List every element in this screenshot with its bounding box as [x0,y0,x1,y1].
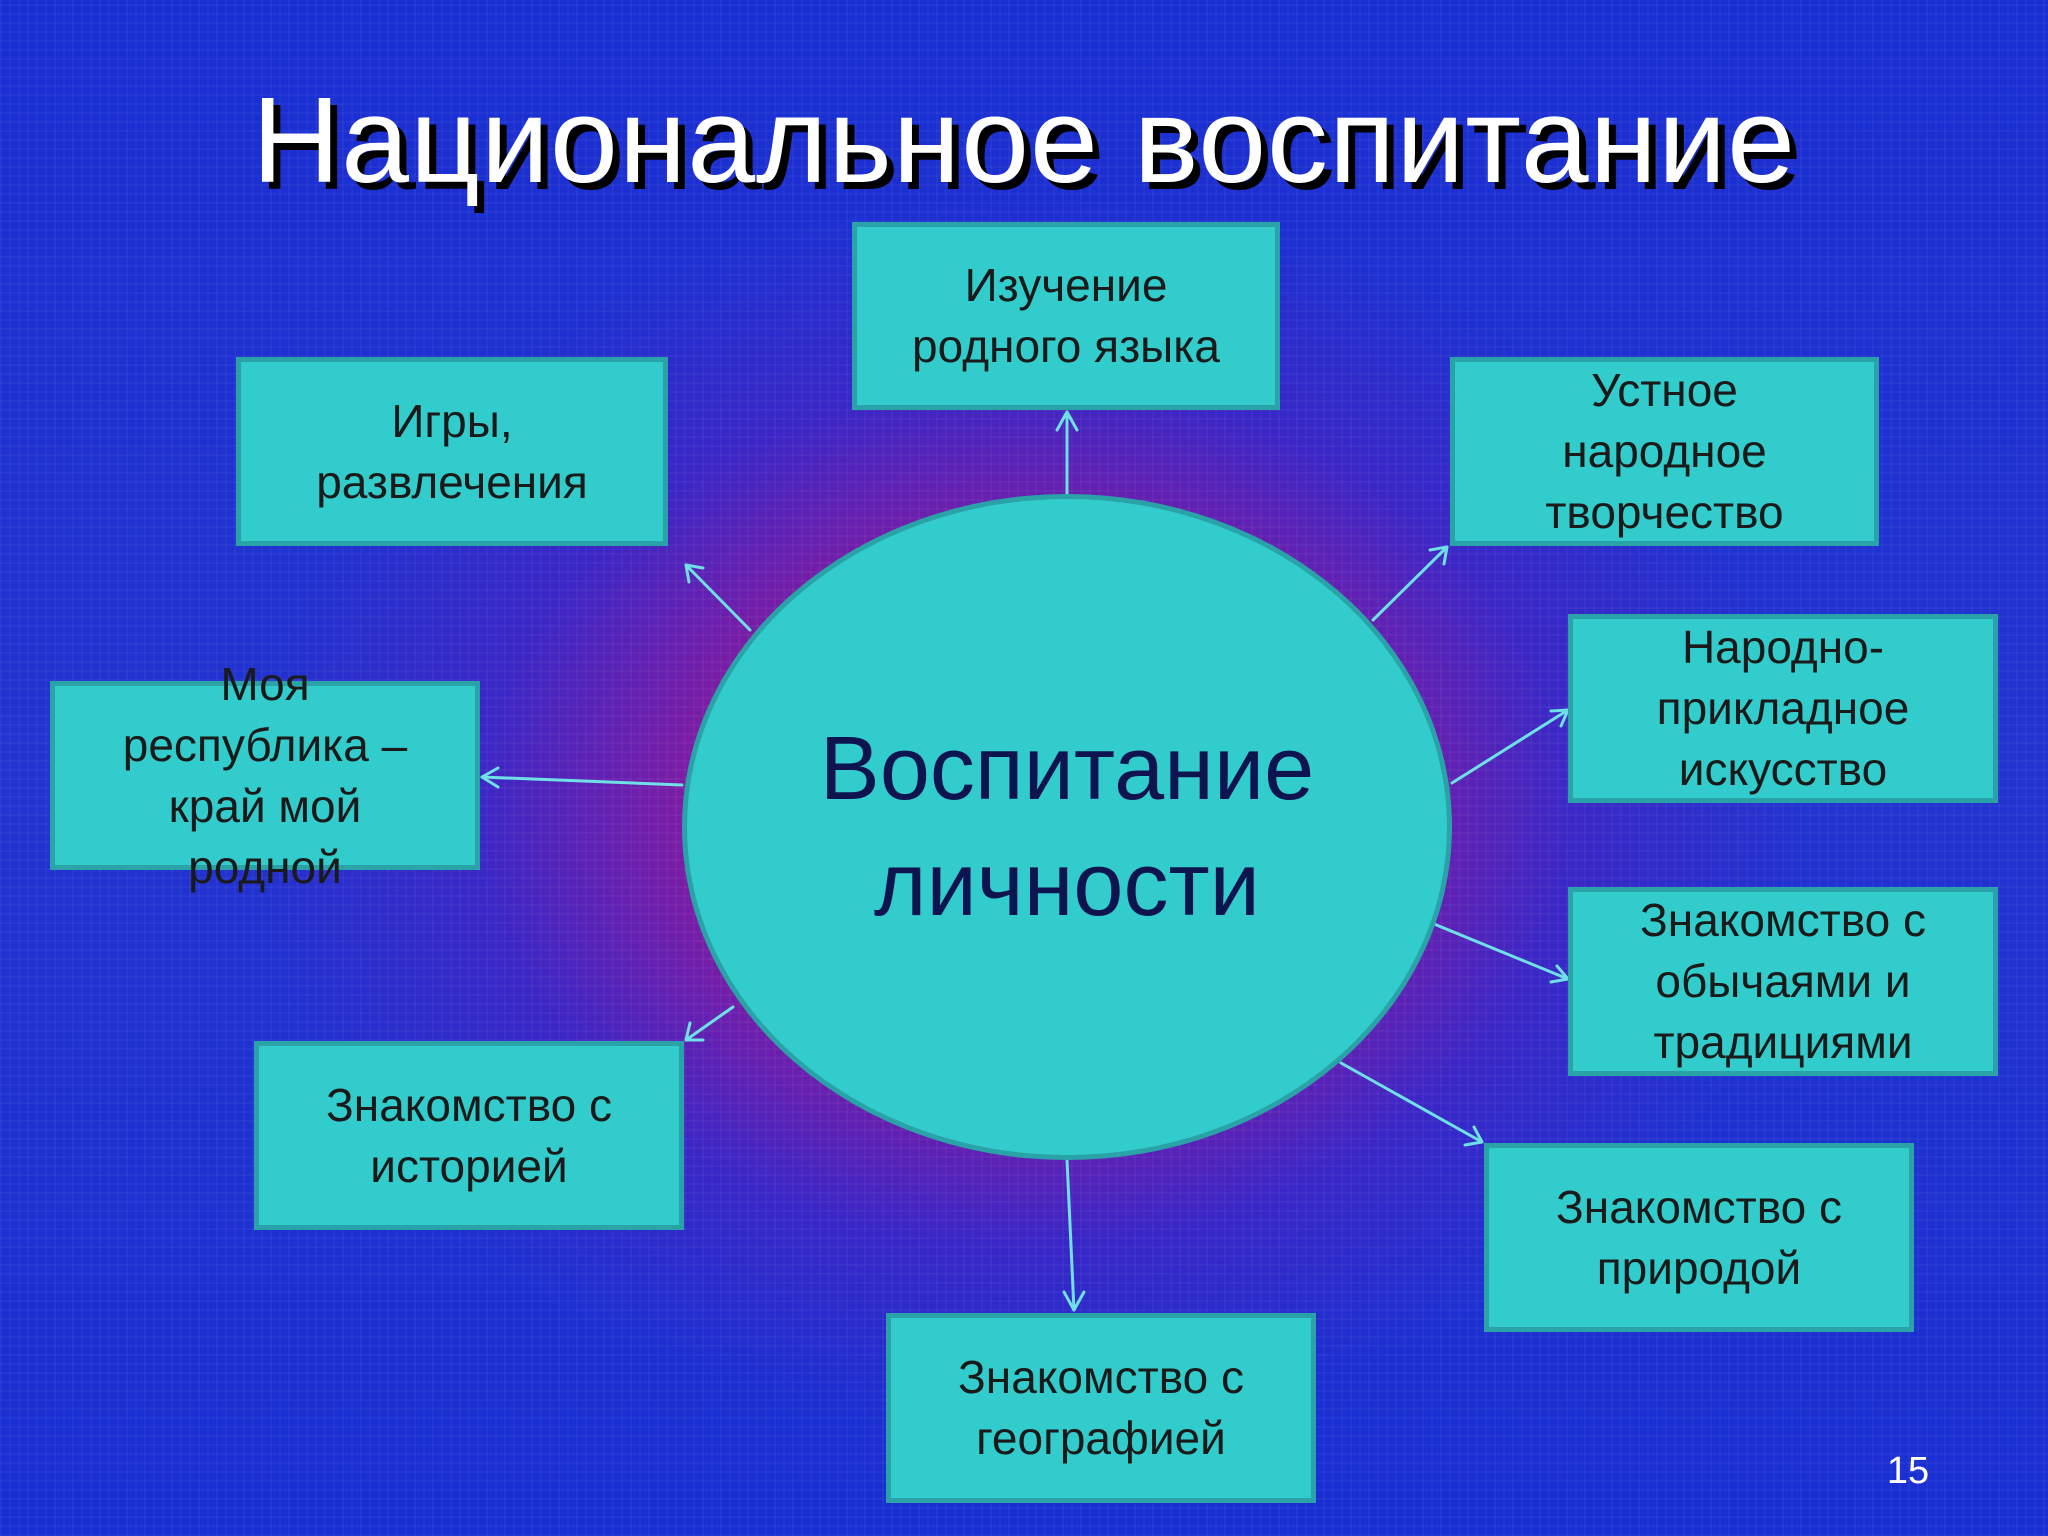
node-applied-art: Народно- прикладное искусство [1568,614,1998,803]
arrow-to-history [684,1005,735,1042]
node-customs: Знакомство с обычаями и традициями [1568,887,1998,1076]
node-folklore: Устное народное творчество [1450,357,1879,546]
arrow-to-customs [1432,922,1570,981]
central-node-personality: Воспитание личности [682,494,1452,1160]
arrowhead-history [684,1021,705,1042]
node-games: Игры, развлечения [236,357,668,546]
arrow-to-nature [1339,1061,1484,1144]
page-number: 15 [1886,1450,1930,1492]
node-geography: Знакомство с географией [886,1313,1316,1503]
node-republic: Моя республика – край мой родной [50,658,480,893]
node-nature: Знакомство с природой [1484,1143,1914,1332]
slide-title: Национальное воспитание [251,72,1796,208]
arrow-to-republic [480,775,684,787]
node-language: Изучение родного языка [852,222,1280,410]
arrow-to-geography [1065,1158,1076,1312]
node-history: Знакомство с историей [254,1041,684,1230]
arrowhead-republic [480,766,500,789]
arrowhead-nature [1463,1125,1484,1147]
arrow-to-games [684,563,752,632]
arrowhead-geography [1062,1290,1086,1312]
arrowhead-games [684,563,705,584]
arrowhead-folklore [1428,545,1449,566]
arrow-to-applied-art [1450,708,1570,785]
arrowhead-language [1055,410,1079,432]
arrow-to-folklore [1371,545,1449,622]
